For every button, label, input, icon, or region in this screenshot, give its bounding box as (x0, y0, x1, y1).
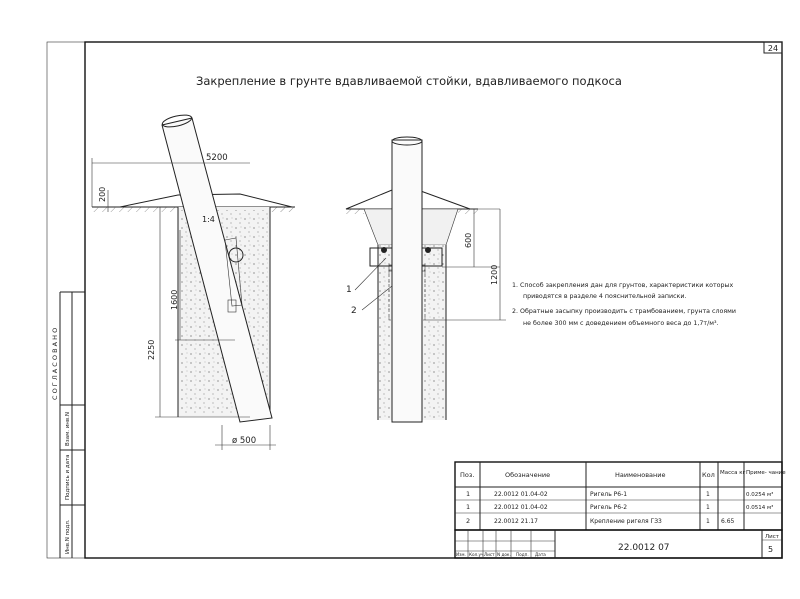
spec-row-qty: 1 (706, 518, 710, 525)
spec-row-designation: 22.0012 01.04-02 (494, 504, 548, 511)
spec-row-mass: 6.65 (721, 518, 735, 525)
spec-row-pos: 2 (466, 517, 470, 525)
spec-row-name: Крепление ригеля ГЗ3 (590, 518, 662, 525)
note-line-1: 1. Способ закрепления дан для грунтов, х… (512, 281, 733, 289)
inner-strut (224, 237, 243, 307)
left-stamp: С О Г Л А С О В А Н О Взам. инв.N Подпис… (51, 291, 85, 558)
tb-label-docno: N док. (497, 552, 511, 557)
spec-row-note: 0.0514 м³ (746, 504, 773, 511)
stamp-col-replace: Взам. инв.N (65, 412, 71, 446)
spec-header-qty: Кол (702, 471, 715, 479)
agreed-label: С О Г Л А С О В А Н О (51, 328, 59, 400)
spec-row-qty: 1 (706, 491, 710, 498)
sheet-number: 5 (768, 545, 773, 554)
inner-frame (84, 41, 783, 559)
notes: 1. Способ закрепления дан для грунтов, х… (512, 281, 736, 327)
callout-2: 2 (351, 306, 357, 316)
dim-1600: 1600 (170, 290, 179, 310)
spec-row-pos: 1 (466, 490, 470, 498)
vertical-pole (391, 139, 423, 423)
tb-label-signature: Подп. (516, 552, 529, 557)
spec-row-name: Ригель Р6-2 (590, 504, 627, 511)
stamp-col-signature: Подпись и дата (65, 454, 71, 500)
callout-1: 1 (346, 285, 352, 295)
dim-200: 200 (98, 187, 107, 202)
dim-500: ø 500 (232, 436, 256, 446)
spec-header-designation: Обозначение (505, 471, 550, 479)
stamp-col-inventory: Инв.N подл. (65, 519, 71, 554)
page-number-box (763, 41, 783, 54)
spec-row-designation: 22.0012 01.04-02 (494, 491, 548, 498)
note-line-2: приводятся в разделе 4 пояснительной зап… (523, 292, 686, 300)
spec-row-qty: 1 (706, 504, 710, 511)
dim-2250: 2250 (147, 340, 156, 360)
spec-row-designation: 22.0012 21.17 (494, 518, 538, 525)
spec-header-name: Наименование (615, 471, 666, 479)
dim-5200: 5200 (206, 153, 228, 163)
left-view: 5200 200 1:4 1600 2250 ø 500 (91, 114, 295, 450)
spec-table: Поз. Обозначение Наименование Кол Масса … (454, 461, 786, 531)
note-line-4: не более 300 мм с доведением объемного в… (523, 319, 718, 327)
strut-pole (161, 117, 273, 423)
spec-header-pos: Поз. (460, 471, 474, 479)
right-view: 1 2 600 1200 (345, 136, 506, 423)
dim-1200: 1200 (490, 265, 499, 285)
tb-label-date: Дата (535, 552, 546, 557)
spec-row-pos: 1 (466, 503, 470, 511)
spec-row-name: Ригель Р6-1 (590, 491, 627, 498)
title-block: Изм. Кол.уч. Лист N док. Подп. Дата 22.0… (454, 529, 783, 559)
spec-header-note: Приме- чание (746, 470, 786, 476)
note-line-3: 2. Обратные засыпку производить с трамбо… (512, 307, 736, 315)
drawing-title: Закрепление в грунте вдавливаемой стойки… (196, 74, 622, 88)
spec-header-mass: Масса кг (720, 470, 746, 476)
dim-angle: 1:4 (202, 215, 215, 224)
dim-600: 600 (464, 233, 473, 248)
tb-label-sheet: Лист (484, 552, 495, 557)
drawing-code: 22.0012 07 (618, 543, 670, 553)
spec-row-note: 0.0254 м³ (746, 491, 773, 498)
tb-label-count: Кол.уч. (469, 552, 485, 557)
tb-label-change: Изм. (456, 552, 466, 557)
page-number: 24 (768, 44, 778, 53)
sheet-label: Лист (765, 534, 780, 540)
